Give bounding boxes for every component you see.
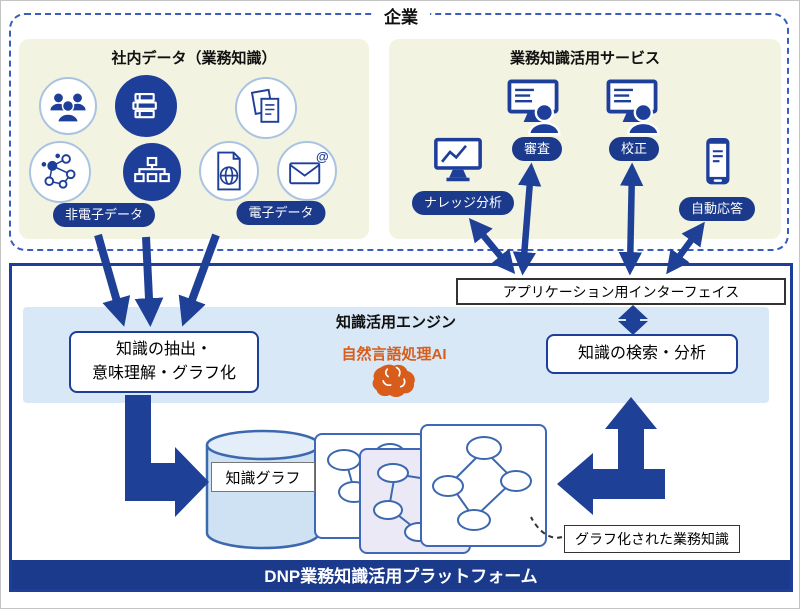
knowledge-engine-title: 知識活用エンジン: [335, 314, 456, 331]
org-chart-icon: [123, 143, 181, 201]
review-badge: 審査: [511, 137, 563, 161]
internal-data-title: 社内データ（業務知識）: [111, 50, 277, 67]
search-analysis-box: 知識の検索・分析: [546, 334, 738, 374]
extraction-line2: 意味理解・グラフ化: [91, 365, 236, 382]
monitor-chart-icon: [425, 127, 491, 193]
knowledge-analysis-badge: ナレッジ分析: [411, 191, 515, 215]
monitor-user-icon-proofread: [598, 71, 666, 139]
nlp-ai-label: 自然言語処理AI: [341, 346, 447, 363]
network-graph-icon: [29, 141, 91, 203]
globe-document-icon: [199, 141, 259, 201]
extraction-box: 知識の抽出・ 意味理解・グラフ化: [69, 331, 259, 393]
extraction-line1: 知識の抽出・: [115, 341, 212, 358]
platform-title-bar: DNP業務知識活用プラットフォーム: [12, 560, 790, 589]
documents-icon: [235, 77, 297, 139]
envelope-icon: @: [277, 141, 337, 201]
smartphone-icon: [687, 131, 747, 193]
search-analysis-label: 知識の検索・分析: [577, 345, 706, 362]
people-group-icon: [39, 77, 97, 135]
books-icon: [115, 75, 177, 137]
non-electronic-data-badge: 非電子データ: [52, 203, 156, 227]
graph-card-front: [420, 424, 547, 547]
enterprise-label: 企業: [372, 3, 430, 28]
electronic-data-badge: 電子データ: [236, 201, 326, 225]
knowledge-graph-label: 知識グラフ: [211, 462, 315, 492]
application-interface-box: アプリケーション用インターフェイス: [456, 278, 786, 305]
auto-response-badge: 自動応答: [678, 197, 756, 221]
proofread-badge: 校正: [608, 137, 660, 161]
graphed-knowledge-label: グラフ化された業務知識: [564, 525, 740, 553]
monitor-user-icon-review: [499, 71, 567, 139]
services-title: 業務知識活用サービス: [509, 50, 660, 67]
brain-icon: [368, 359, 420, 401]
svg-text:@: @: [316, 149, 329, 164]
